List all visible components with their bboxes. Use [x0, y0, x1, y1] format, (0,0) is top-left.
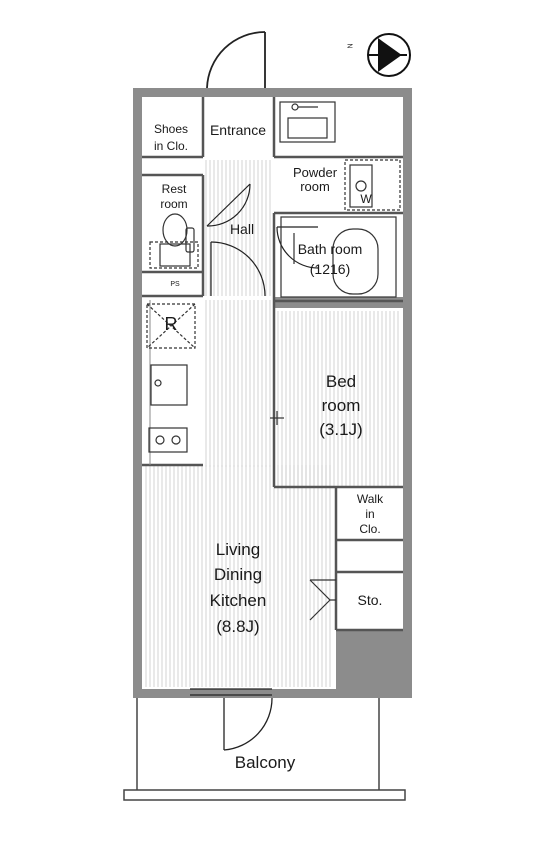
powder-room-label-line2: room: [300, 179, 330, 194]
refrigerator-mark: R: [164, 314, 178, 334]
balcony-door: [190, 688, 273, 751]
ldk-label-line4: (8.8J): [216, 617, 260, 636]
bath-room-label-line2: (1216): [309, 261, 351, 277]
bath-room-label-line1: Bath room: [297, 241, 363, 257]
shoes-closet-label-line1: Shoes: [153, 122, 189, 136]
storage-label: Sto.: [357, 592, 383, 608]
bedroom-label-line1: Bed: [325, 372, 357, 391]
washer: [344, 159, 401, 211]
walk-in-closet-label-line3: Clo.: [359, 522, 381, 536]
washer-mark: W: [360, 192, 372, 206]
hall-label: Hall: [229, 221, 255, 237]
entrance-door: [206, 31, 266, 89]
toilet: [149, 213, 199, 269]
entrance-label: Entrance: [209, 122, 267, 138]
ps-label: PS: [170, 281, 180, 288]
walk-in-closet-label-line2: in: [365, 507, 375, 521]
ldk-flooring: [145, 465, 333, 687]
storage-doors: [309, 579, 336, 621]
bedroom-label-line2: room: [321, 396, 361, 415]
hall-doors: [206, 183, 319, 297]
ldk-label-line2: Dining: [213, 565, 263, 584]
kitchen-stove: [148, 427, 188, 453]
ldk-flooring-upper: [203, 300, 271, 467]
bedroom-flooring: [277, 311, 401, 486]
shoes-closet-label-line2: in Clo.: [153, 139, 188, 153]
refrigerator-space: [146, 303, 196, 349]
balcony-label: Balcony: [234, 753, 296, 772]
bedroom-door-mark: [270, 411, 284, 425]
bedroom-label-line3: (3.1J): [319, 420, 363, 439]
ldk-label-line3: Kitchen: [209, 591, 267, 610]
rest-room-label-line1: Rest: [161, 182, 187, 196]
rest-room-label-line2: room: [160, 197, 188, 211]
balcony-outline: [123, 698, 406, 801]
north-label: N: [347, 43, 355, 49]
ldk-label-line1: Living: [215, 540, 261, 559]
north-arrow: [367, 33, 411, 77]
kitchen-sink: [150, 364, 188, 406]
walk-in-closet-label-line1: Walk: [356, 492, 384, 506]
powder-room-label-line1: Powder: [292, 165, 338, 180]
interior-walls: [142, 97, 403, 632]
bathtub: [280, 216, 397, 298]
powder-sink: [279, 101, 336, 143]
